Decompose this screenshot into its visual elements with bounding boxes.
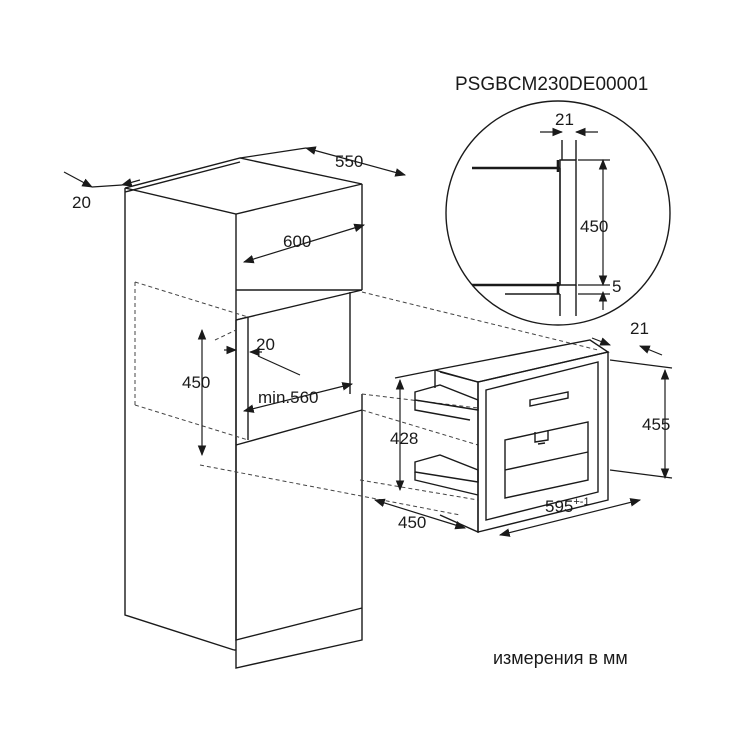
model-code: PSGBCM230DE00001 bbox=[455, 74, 648, 95]
dim-front-thickness bbox=[591, 337, 612, 346]
label-cabinet-width: 600 bbox=[283, 232, 311, 251]
dim-cabinet-depth bbox=[304, 146, 407, 177]
label-appliance-height: 455 bbox=[642, 415, 670, 434]
label-niche-min-width: min.560 bbox=[258, 388, 318, 407]
label-body-height: 428 bbox=[390, 429, 418, 448]
dim-niche-min-width bbox=[242, 382, 354, 413]
projection-lines bbox=[134, 281, 599, 516]
label-detail-height: 450 bbox=[580, 217, 608, 236]
dim-cabinet-width bbox=[242, 223, 366, 264]
label-appliance-depth: 450 bbox=[398, 513, 426, 532]
cabinet-drawing bbox=[124, 157, 363, 669]
dim-side-offset bbox=[63, 171, 93, 188]
label-cabinet-depth: 550 bbox=[335, 152, 363, 171]
dim-appliance-width bbox=[498, 498, 642, 537]
detail-circle bbox=[445, 100, 671, 326]
label-detail-bottom-gap: 5 bbox=[612, 277, 621, 296]
units-note: измерения в мм bbox=[493, 648, 628, 668]
label-side-offset: 20 bbox=[72, 193, 91, 212]
label-front-thickness: 21 bbox=[630, 319, 649, 338]
label-appliance-width: 595+-1 bbox=[545, 496, 590, 516]
appliance-drawing bbox=[414, 339, 610, 534]
label-niche-gap: 20 bbox=[256, 335, 275, 354]
dim-appliance-depth bbox=[373, 498, 467, 530]
label-niche-height: 450 bbox=[182, 373, 210, 392]
label-detail-top-gap: 21 bbox=[555, 110, 574, 129]
